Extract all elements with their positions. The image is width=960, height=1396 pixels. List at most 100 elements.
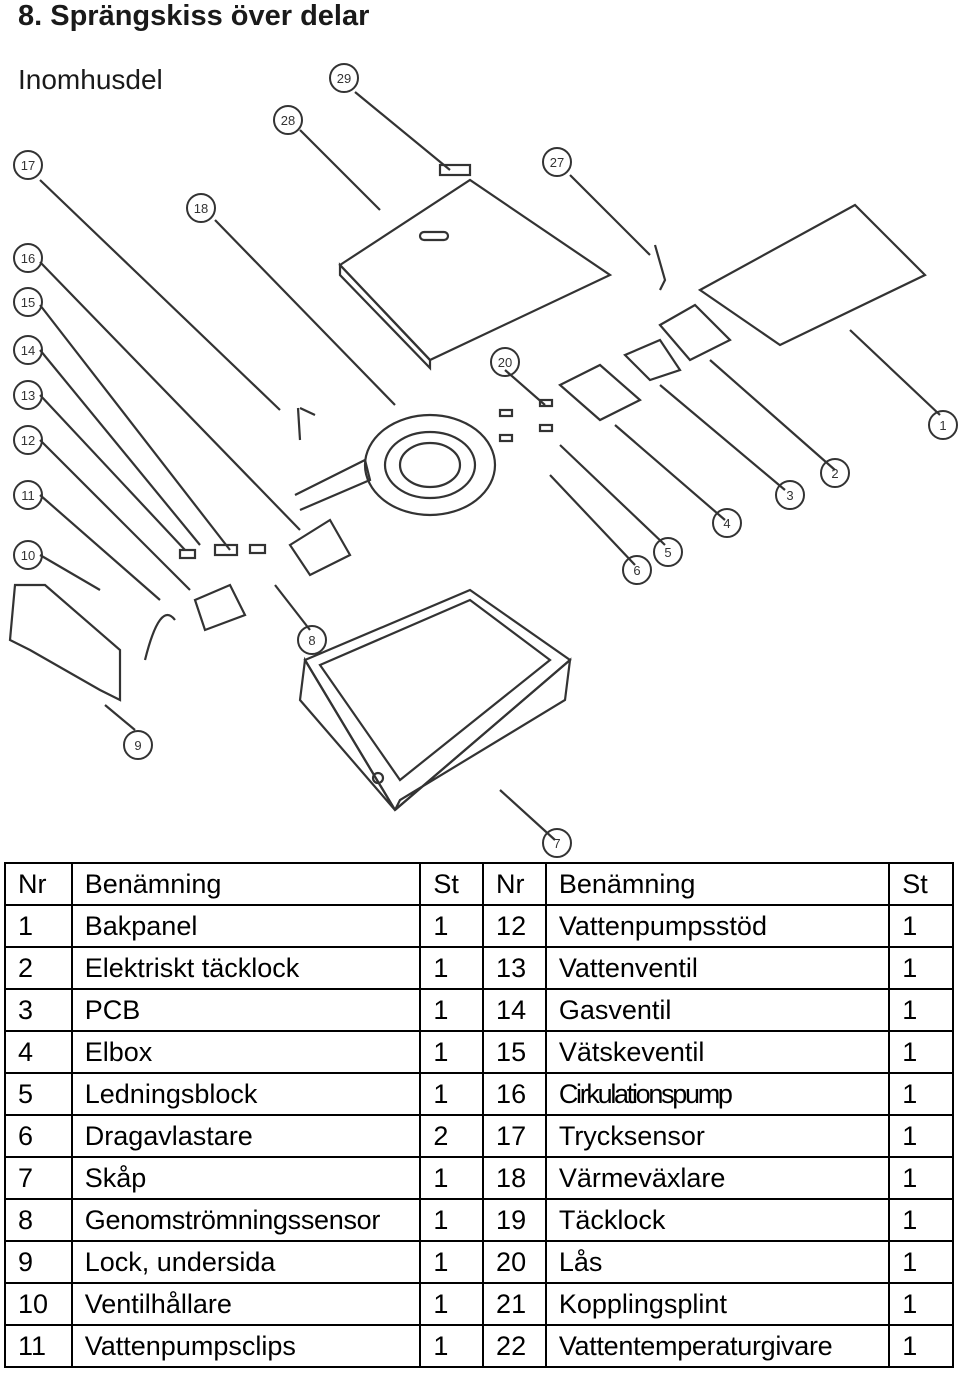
callout-number: 14 xyxy=(21,343,35,358)
cell-qty: 1 xyxy=(419,1072,485,1116)
cell-name: Elektriskt täcklock xyxy=(70,946,422,990)
cell-name: Cirkulationspump xyxy=(544,1072,891,1116)
cell-name: Lås xyxy=(544,1240,891,1284)
callout-number: 28 xyxy=(281,113,295,128)
callout-number: 20 xyxy=(498,355,512,370)
cell-nr: 4 xyxy=(4,1030,73,1074)
cell-nr: 5 xyxy=(4,1072,73,1116)
header-st: St xyxy=(419,862,485,906)
callout-number: 2 xyxy=(831,466,838,481)
cell-name: Vattenpumpsclips xyxy=(70,1324,422,1368)
cell-name: Ledningsblock xyxy=(70,1072,422,1116)
cell-nr: 16 xyxy=(482,1072,547,1116)
callout-number: 9 xyxy=(134,738,141,753)
cell-qty: 1 xyxy=(419,946,485,990)
table-row: 8 Genomströmningssensor 1 19 Täcklock 1 xyxy=(4,1198,954,1242)
cell-qty: 1 xyxy=(888,946,954,990)
table-row: 10 Ventilhållare 1 21 Kopplingsplint 1 xyxy=(4,1282,954,1326)
callout-number: 5 xyxy=(664,545,671,560)
cell-name: Bakpanel xyxy=(70,904,422,948)
cell-name: Dragavlastare xyxy=(70,1114,422,1158)
cell-name: Vattenpumpsstöd xyxy=(544,904,891,948)
callout-number: 16 xyxy=(21,251,35,266)
callout-number: 6 xyxy=(633,563,640,578)
cell-nr: 18 xyxy=(482,1156,547,1200)
header-st: St xyxy=(888,862,954,906)
callout-number: 29 xyxy=(337,71,351,86)
table-row: 9 Lock, undersida 1 20 Lås 1 xyxy=(4,1240,954,1284)
cell-qty: 1 xyxy=(419,1324,485,1368)
cell-nr: 9 xyxy=(4,1240,73,1284)
callout-number: 1 xyxy=(939,418,946,433)
cell-name: Trycksensor xyxy=(544,1114,891,1158)
cell-qty: 1 xyxy=(888,1114,954,1158)
callout-number: 17 xyxy=(21,158,35,173)
cell-name: Vattentemperaturgivare xyxy=(544,1324,891,1368)
cell-qty: 1 xyxy=(419,1030,485,1074)
cell-nr: 13 xyxy=(482,946,547,990)
cell-qty: 1 xyxy=(888,1198,954,1242)
cell-qty: 1 xyxy=(419,904,485,948)
cell-qty: 1 xyxy=(419,1198,485,1242)
page-heading: 8. Sprängskiss över delar xyxy=(18,0,370,32)
cell-nr: 15 xyxy=(482,1030,547,1074)
cell-qty: 1 xyxy=(888,1072,954,1116)
section-subheading: Inomhusdel xyxy=(18,64,163,95)
cell-name: Värmeväxlare xyxy=(544,1156,891,1200)
header-benamning: Benämning xyxy=(544,862,891,906)
cell-qty: 1 xyxy=(419,1282,485,1326)
cell-name: Kopplingsplint xyxy=(544,1282,891,1326)
cell-name: Lock, undersida xyxy=(70,1240,422,1284)
table-row: 11 Vattenpumpsclips 1 22 Vattentemperatu… xyxy=(4,1324,954,1368)
callout-number: 15 xyxy=(21,295,35,310)
table-row: 6 Dragavlastare 2 17 Trycksensor 1 xyxy=(4,1114,954,1158)
cell-qty: 1 xyxy=(888,1324,954,1368)
cell-nr: 14 xyxy=(482,988,547,1032)
header-benamning: Benämning xyxy=(70,862,422,906)
cell-qty: 1 xyxy=(888,1240,954,1284)
cell-nr: 11 xyxy=(4,1324,73,1368)
cell-name: Täcklock xyxy=(544,1198,891,1242)
callout-number: 27 xyxy=(550,155,564,170)
cell-name: Ventilhållare xyxy=(70,1282,422,1326)
table-row: 1 Bakpanel 1 12 Vattenpumpsstöd 1 xyxy=(4,904,954,948)
cell-nr: 8 xyxy=(4,1198,73,1242)
cell-nr: 7 xyxy=(4,1156,73,1200)
cell-qty: 1 xyxy=(888,1156,954,1200)
cell-qty: 1 xyxy=(419,1156,485,1200)
cell-nr: 20 xyxy=(482,1240,547,1284)
header-nr: Nr xyxy=(4,862,73,906)
callout-number: 18 xyxy=(194,201,208,216)
cell-name: Elbox xyxy=(70,1030,422,1074)
callout-number: 4 xyxy=(723,516,730,531)
cell-qty: 1 xyxy=(888,988,954,1032)
cell-nr: 22 xyxy=(482,1324,547,1368)
cell-nr: 21 xyxy=(482,1282,547,1326)
cell-qty: 2 xyxy=(419,1114,485,1158)
table-header-row: Nr Benämning St Nr Benämning St xyxy=(4,862,954,906)
header-nr: Nr xyxy=(482,862,547,906)
cell-name: Skåp xyxy=(70,1156,422,1200)
cell-nr: 2 xyxy=(4,946,73,990)
cell-nr: 6 xyxy=(4,1114,73,1158)
cell-nr: 12 xyxy=(482,904,547,948)
cell-qty: 1 xyxy=(888,1030,954,1074)
cell-name: Vätskeventil xyxy=(544,1030,891,1074)
cell-qty: 1 xyxy=(888,1282,954,1326)
cell-nr: 3 xyxy=(4,988,73,1032)
callout-number: 11 xyxy=(21,488,35,503)
cell-name: Gasventil xyxy=(544,988,891,1032)
callout-number: 13 xyxy=(21,388,35,403)
cell-nr: 1 xyxy=(4,904,73,948)
cell-nr: 17 xyxy=(482,1114,547,1158)
cell-qty: 1 xyxy=(419,988,485,1032)
table-row: 4 Elbox 1 15 Vätskeventil 1 xyxy=(4,1030,954,1074)
cell-name: Genomströmningssensor xyxy=(70,1198,422,1242)
callout-number: 10 xyxy=(21,548,35,563)
table-row: 3 PCB 1 14 Gasventil 1 xyxy=(4,988,954,1032)
callout-number: 8 xyxy=(308,633,315,648)
callout-number: 7 xyxy=(553,836,560,851)
cell-name: PCB xyxy=(70,988,422,1032)
table-row: 2 Elektriskt täcklock 1 13 Vattenventil … xyxy=(4,946,954,990)
